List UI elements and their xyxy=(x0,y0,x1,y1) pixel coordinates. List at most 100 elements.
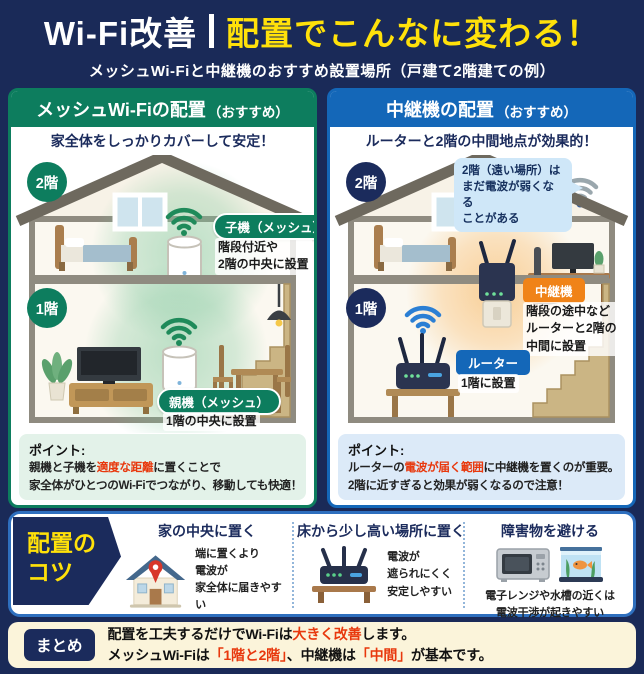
tip-desc: 電波が 遮られにくく 安定しやすい xyxy=(387,551,452,598)
tv-stand xyxy=(69,383,153,414)
house-with-pin-icon xyxy=(125,554,186,608)
tip-elevated-place: 床から少し高い場所に置く 電波が 遮られにくく 安定しやすい xyxy=(297,518,465,614)
wifi-signal-icon-1f xyxy=(160,317,198,346)
summary-badge: まとめ xyxy=(24,629,95,661)
mesh-house: 2階 1階 子機（メッシュ） 階段付近や 2階の中央に設置 親機（メッシュ） 1… xyxy=(11,155,314,433)
router-label: ルーター xyxy=(456,350,531,375)
repeater-label: 中継機 xyxy=(523,278,585,303)
tips-divider xyxy=(292,522,294,608)
bed xyxy=(374,225,456,271)
monitor xyxy=(552,243,594,273)
router-on-table-icon xyxy=(312,546,377,603)
tip-body: 端に置くより 電波が 家全体に届きやすい xyxy=(123,546,291,614)
point-line-2: 家全体がひとつのWi-Fiでつながり、移動しても快適！ xyxy=(29,478,302,492)
summary-text-part: します。 xyxy=(361,626,416,642)
repeater-house: 2階 1階 2階（遠い場所）は まだ電波が弱くなる ことがある 中継機 階段の途… xyxy=(330,155,633,433)
point-line-2: 2階に近すぎると効果が弱くなるので注意！ xyxy=(348,478,569,492)
obstacle-icons xyxy=(496,545,604,585)
mesh-panel-header: メッシュWi-Fiの配置 （おすすめ） xyxy=(11,91,314,127)
summary-text-highlight: 「1階と2階」 xyxy=(209,647,287,663)
desk-plant xyxy=(593,251,605,274)
point-line-1: ルーターの電波が届く範囲に中継機を置くのが重要。 xyxy=(348,459,619,477)
router-wifi-icon xyxy=(404,305,442,334)
staircase xyxy=(532,283,610,418)
main-unit-label: 親機（メッシュ） xyxy=(157,388,282,415)
router-device xyxy=(396,333,450,389)
header: Wi-Fi改善 配置でこんなに変わる！ メッシュWi-Fiと中継機のおすすめ設置… xyxy=(0,0,644,81)
aquarium-icon xyxy=(559,547,603,582)
bed xyxy=(55,225,137,271)
repeater-panel-subtitle: ルーターと2階の中間地点が効果的！ xyxy=(330,127,633,155)
summary-text-highlight: 「中間」 xyxy=(355,647,411,663)
mesh-panel-title: メッシュWi-Fiの配置 xyxy=(36,100,206,120)
summary-text-part: 、中継機は xyxy=(286,647,356,663)
mesh-panel-subtitle: 家全体をしっかりカバーして安定！ xyxy=(11,127,314,155)
point-text: に置くことで xyxy=(153,461,221,474)
wifi-signal-icon-2f xyxy=(165,207,203,236)
summary-text: 配置を工夫するだけでWi-Fiは大きく改善します。 メッシュWi-Fiは「1階と… xyxy=(108,624,493,666)
point-text: 親機と子機を xyxy=(29,461,97,474)
tip-center-of-home: 家の中央に置く 端に置くより 電波が 家全体に届きやすい xyxy=(123,518,291,614)
tip-desc: 端に置くより 電波が 家全体に届きやすい xyxy=(195,548,282,612)
floor-1-badge: 1階 xyxy=(27,288,67,328)
bubble-tail xyxy=(570,181,583,195)
main-unit-note: 1階の中央に設置 xyxy=(163,412,260,432)
mesh-main-device xyxy=(162,345,197,392)
title-main: Wi-Fi改善 xyxy=(43,15,198,52)
mesh-point-box: ポイント: 親機と子機を適度な距離に置くことで 家全体がひとつのWi-Fiでつな… xyxy=(19,434,306,500)
summary-line-1: 配置を工夫するだけでWi-Fiは大きく改善します。 xyxy=(108,624,493,645)
mesh-panel-title-note: （おすすめ） xyxy=(207,104,289,120)
tip-desc: 電子レンジや水槽の近くは 電波干渉が起きやすい xyxy=(485,590,615,620)
floor-2-badge: 2階 xyxy=(346,162,386,202)
summary-text-part: 配置を工夫するだけでWi-Fiは xyxy=(107,626,293,642)
point-heading: ポイント: xyxy=(29,443,86,458)
header-subtitle: メッシュWi-Fiと中継機のおすすめ設置場所（戸建て2階建ての例） xyxy=(88,63,556,80)
floor-slab xyxy=(35,275,290,284)
point-text-highlight: 電波が届く範囲 xyxy=(404,461,484,474)
summary-text-highlight: 大きく改善 xyxy=(292,626,362,642)
weak-signal-bubble: 2階（遠い場所）は まだ電波が弱くなる ことがある xyxy=(454,158,572,233)
floor-1-badge: 1階 xyxy=(346,288,386,328)
tip-body: 電子レンジや水槽の近くは 電波干渉が起きやすい xyxy=(467,545,633,622)
tip-body: 電波が 遮られにくく 安定しやすい xyxy=(297,546,463,604)
floor-2-badge: 2階 xyxy=(27,162,67,202)
summary-line-2: メッシュWi-Fiは「1階と2階」、中継機は「中間」が基本です。 xyxy=(108,645,493,666)
tips-divider xyxy=(463,522,465,608)
repeater-point-box: ポイント: ルーターの電波が届く範囲に中継機を置くのが重要。 2階に近すぎると効… xyxy=(338,434,625,500)
tips-badge: 配置の コツ xyxy=(13,517,121,605)
window xyxy=(112,192,168,232)
satellite-unit-note: 階段付近や 2階の中央に設置 xyxy=(215,238,312,275)
tip-title: 家の中央に置く xyxy=(158,523,256,539)
tv xyxy=(77,347,141,384)
title-divider xyxy=(209,14,215,48)
summary-text-part: メッシュWi-Fiは xyxy=(107,647,210,663)
repeater-device xyxy=(479,239,516,328)
roof xyxy=(15,155,310,227)
tip-avoid-obstacles: 障害物を避ける xyxy=(467,518,633,619)
summary-text-part: が基本です。 xyxy=(411,647,493,663)
satellite-unit-label: 子機（メッシュ） xyxy=(213,213,314,240)
point-text: ルーターの xyxy=(348,461,405,474)
repeater-panel-header: 中継機の配置 （おすすめ） xyxy=(330,91,633,127)
router-table xyxy=(386,389,460,417)
plant xyxy=(41,352,73,401)
mesh-panel: メッシュWi-Fiの配置 （おすすめ） 家全体をしっかりカバーして安定！ xyxy=(8,88,317,508)
roof xyxy=(334,155,629,227)
mesh-satellite-device xyxy=(167,235,202,282)
repeater-panel-title: 中継機の配置 xyxy=(386,100,494,120)
repeater-panel: 中継機の配置 （おすすめ） ルーターと2階の中間地点が効果的！ xyxy=(327,88,636,508)
placement-tips-section: 配置の コツ 家の中央に置く 端に置くより 電波が 家全体に届きやすい 床から少… xyxy=(8,511,636,619)
point-heading: ポイント: xyxy=(348,443,405,458)
point-text-highlight: 適度な距離 xyxy=(96,461,154,474)
tip-title: 床から少し高い場所に置く xyxy=(297,523,465,539)
repeater-note: 階段の途中など ルーターと2階の 中間に設置 xyxy=(523,302,620,357)
point-text: に中継機を置くのが重要。 xyxy=(483,461,620,474)
page-title: Wi-Fi改善 配置でこんなに変わる！ xyxy=(0,7,644,55)
pendant-lamp xyxy=(267,284,291,327)
point-line-1: 親機と子機を適度な距離に置くことで xyxy=(29,459,296,477)
summary-section: まとめ 配置を工夫するだけでWi-Fiは大きく改善します。 メッシュWi-Fiは… xyxy=(8,622,636,668)
microwave-icon xyxy=(496,548,550,582)
repeater-panel-title-note: （おすすめ） xyxy=(496,104,577,120)
tip-title: 障害物を避ける xyxy=(501,523,599,539)
